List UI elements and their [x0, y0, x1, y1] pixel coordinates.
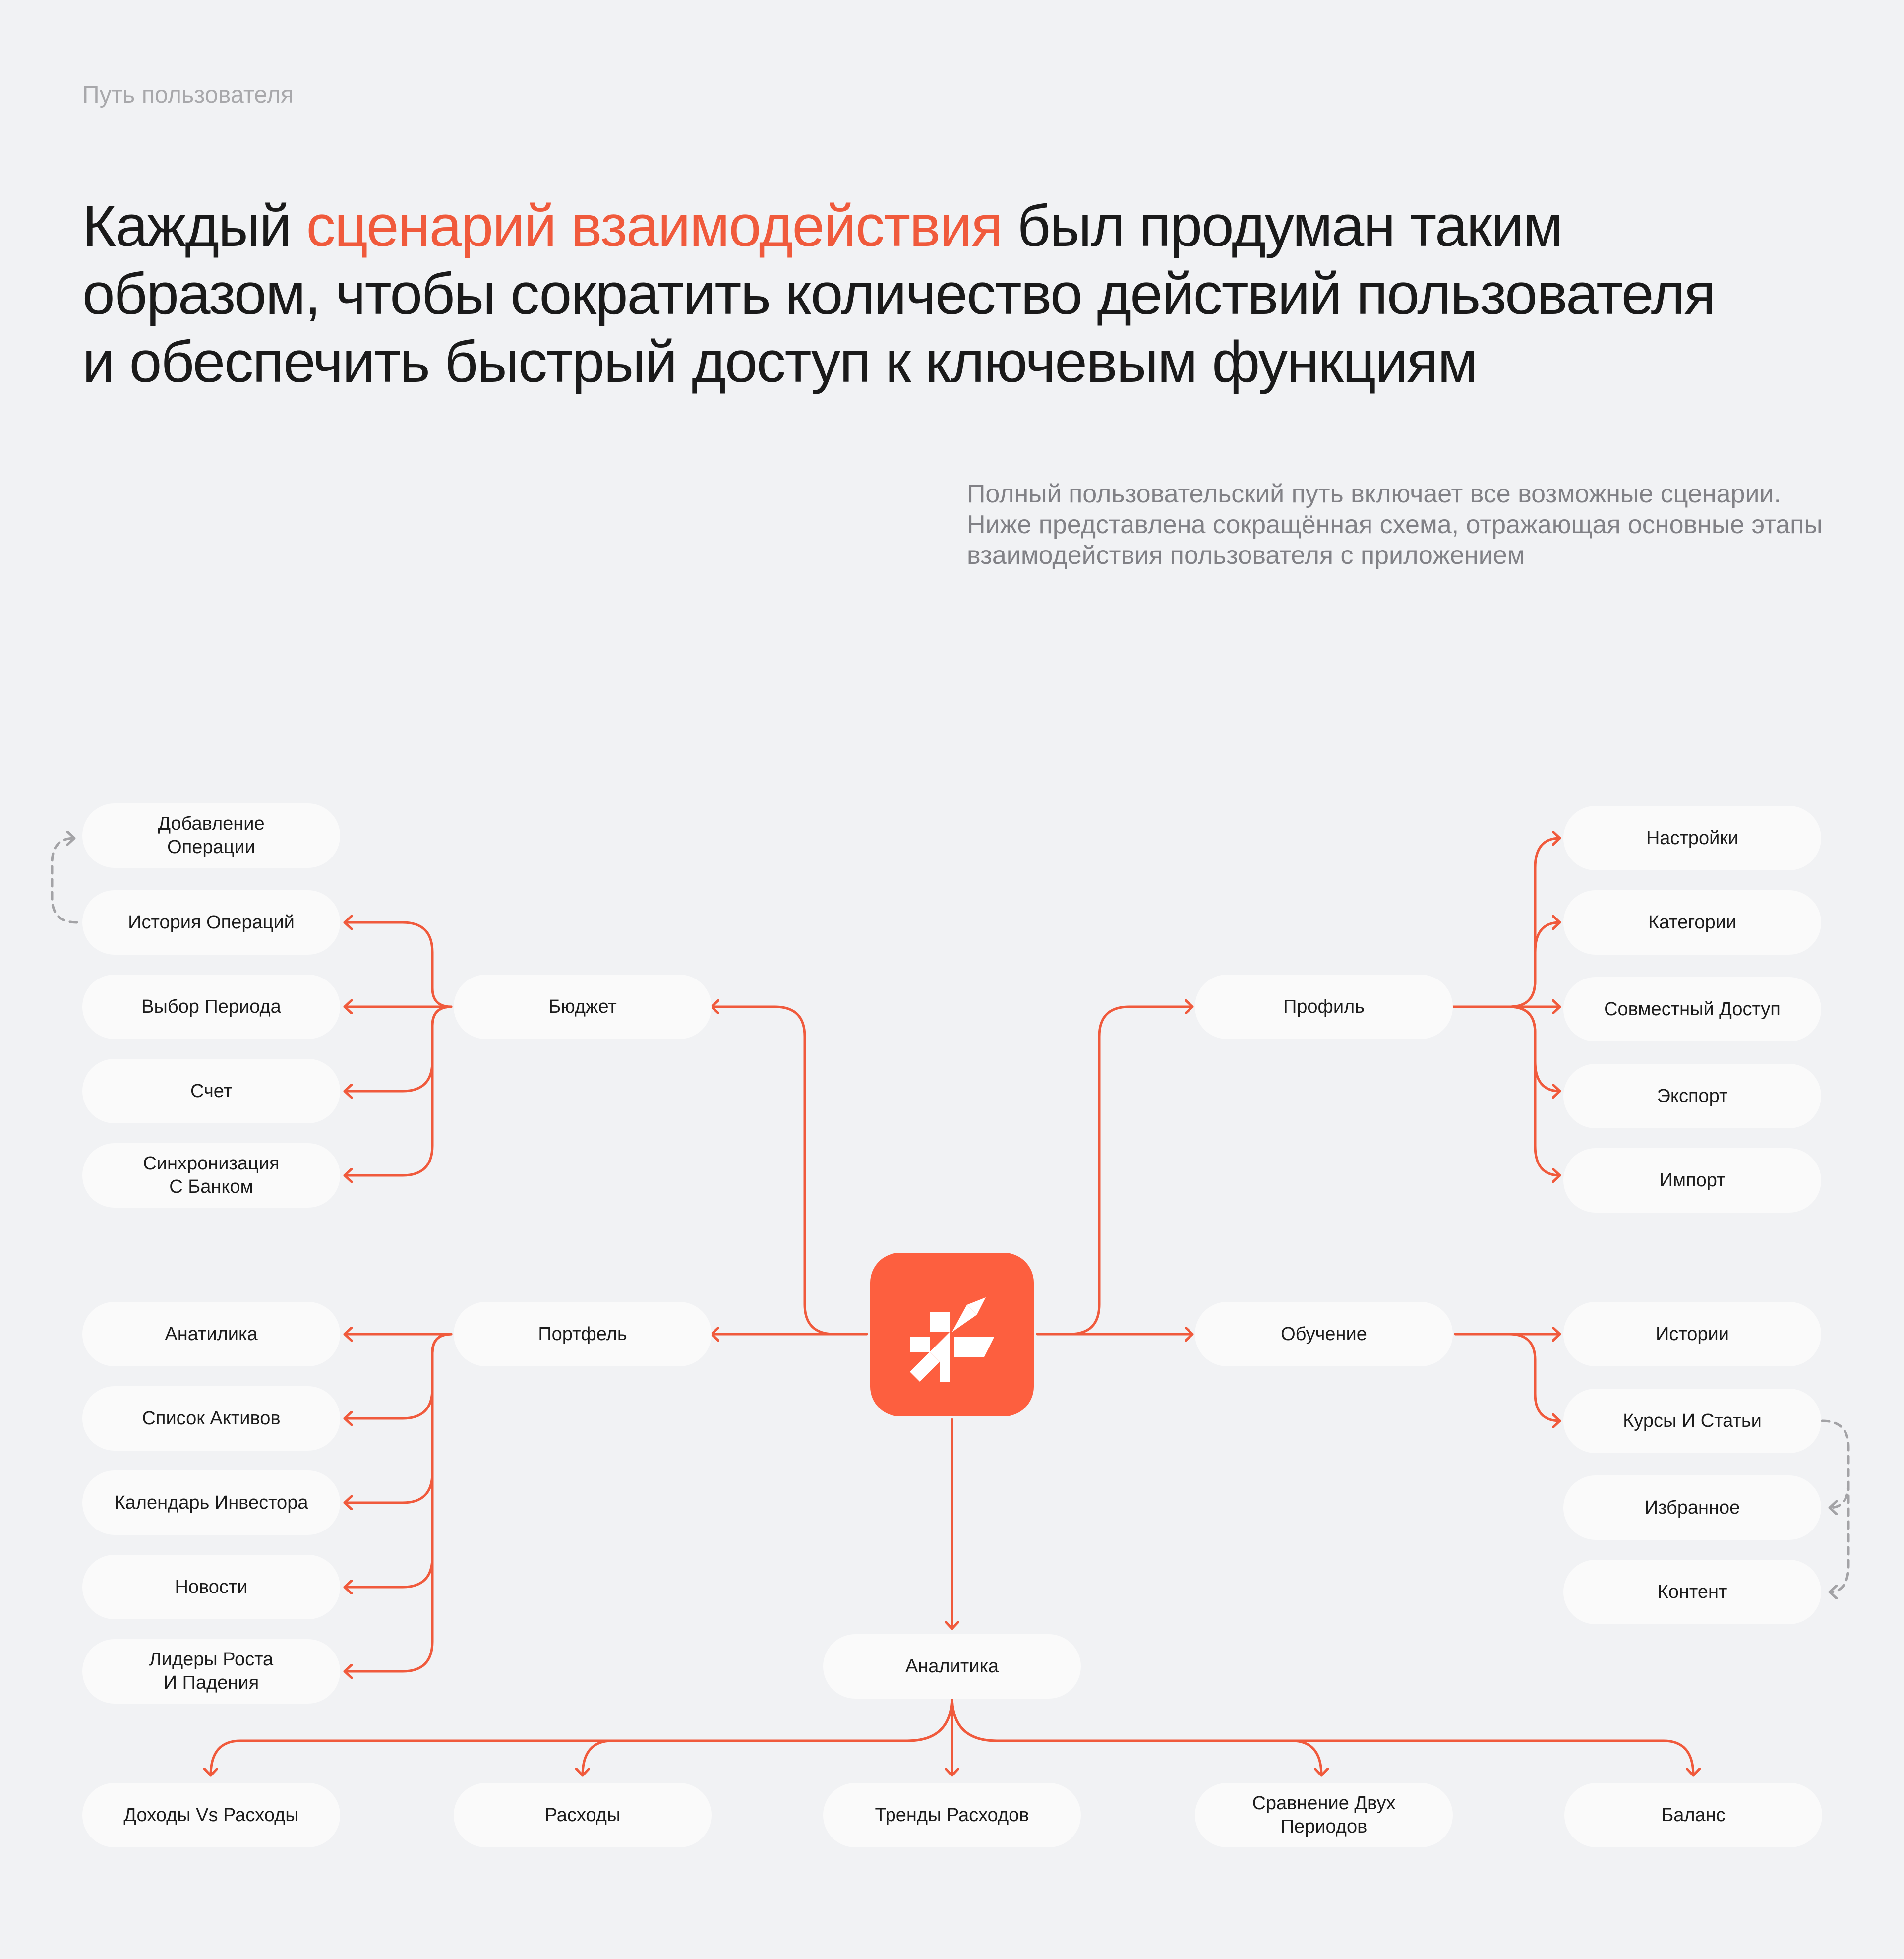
node-budget-history[interactable]: История Операций	[82, 890, 340, 955]
node-profile-settings[interactable]: Настройки	[1563, 806, 1821, 870]
node-profile-export[interactable]: Экспорт	[1563, 1064, 1821, 1128]
lead-paragraph: Полный пользовательский путь включает вс…	[967, 480, 1823, 570]
node-analytics-income-vs-expenses[interactable]: Доходы Vs Расходы	[82, 1783, 340, 1847]
node-analytics-trends[interactable]: Тренды Расходов	[823, 1783, 1081, 1847]
node-portfolio-calendar[interactable]: Календарь Инвестора	[82, 1470, 340, 1535]
node-learning-courses[interactable]: Курсы И Статьи	[1563, 1389, 1821, 1453]
dashed-link-courses-content	[1828, 1481, 1850, 1592]
node-budget-account[interactable]: Счет	[82, 1059, 340, 1123]
node-portfolio-leaders[interactable]: Лидеры Роста И Падения	[82, 1639, 340, 1704]
node-portfolio-assets[interactable]: Список Активов	[82, 1386, 340, 1451]
node-learning-stories[interactable]: Истории	[1563, 1302, 1821, 1366]
section-eyebrow: Путь пользователя	[82, 82, 294, 108]
headline-line2: образом, чтобы сократить количество дейс…	[82, 261, 1716, 327]
node-profile-import[interactable]: Импорт	[1563, 1148, 1821, 1213]
app-hub[interactable]	[870, 1253, 1034, 1416]
node-budget[interactable]: Бюджет	[454, 975, 712, 1039]
node-analytics-balance[interactable]: Баланс	[1564, 1783, 1822, 1847]
app-logo-icon	[910, 1297, 994, 1382]
node-analytics-compare-periods[interactable]: Сравнение Двух Периодов	[1195, 1783, 1453, 1847]
headline-line3: и обеспечить быстрый доступ к ключевым ф…	[82, 329, 1478, 395]
node-profile-categories[interactable]: Категории	[1563, 890, 1821, 955]
dashed-link-courses-favorites	[1821, 1419, 1850, 1508]
node-budget-bank-sync[interactable]: Синхронизация С Банком	[82, 1143, 340, 1208]
node-portfolio-news[interactable]: Новости	[82, 1555, 340, 1619]
node-profile-shared-access[interactable]: Совместный Доступ	[1563, 977, 1821, 1041]
node-analytics[interactable]: Аналитика	[823, 1634, 1081, 1699]
node-portfolio[interactable]: Портфель	[454, 1302, 712, 1366]
node-analytics-expenses[interactable]: Расходы	[454, 1783, 712, 1847]
node-learning[interactable]: Обучение	[1195, 1302, 1453, 1366]
node-profile[interactable]: Профиль	[1195, 975, 1453, 1039]
headline-line1-post: был продуман таким	[1002, 193, 1563, 259]
node-budget-add-operation[interactable]: Добавление Операции	[82, 803, 340, 868]
node-learning-content[interactable]: Контент	[1563, 1560, 1821, 1624]
link-hub-budget	[710, 1007, 868, 1336]
node-portfolio-analytics[interactable]: Анатилика	[82, 1302, 340, 1366]
node-budget-period[interactable]: Выбор Периода	[82, 975, 340, 1039]
headline-accent: сценарий взаимодействия	[306, 193, 1003, 259]
headline-pre: Каждый	[82, 193, 306, 259]
node-learning-favorites[interactable]: Избранное	[1563, 1475, 1821, 1540]
dashed-link-history-add	[51, 838, 78, 924]
headline: Каждый сценарий взаимодействия был проду…	[82, 192, 1867, 396]
link-hub-profile	[1036, 1007, 1194, 1336]
